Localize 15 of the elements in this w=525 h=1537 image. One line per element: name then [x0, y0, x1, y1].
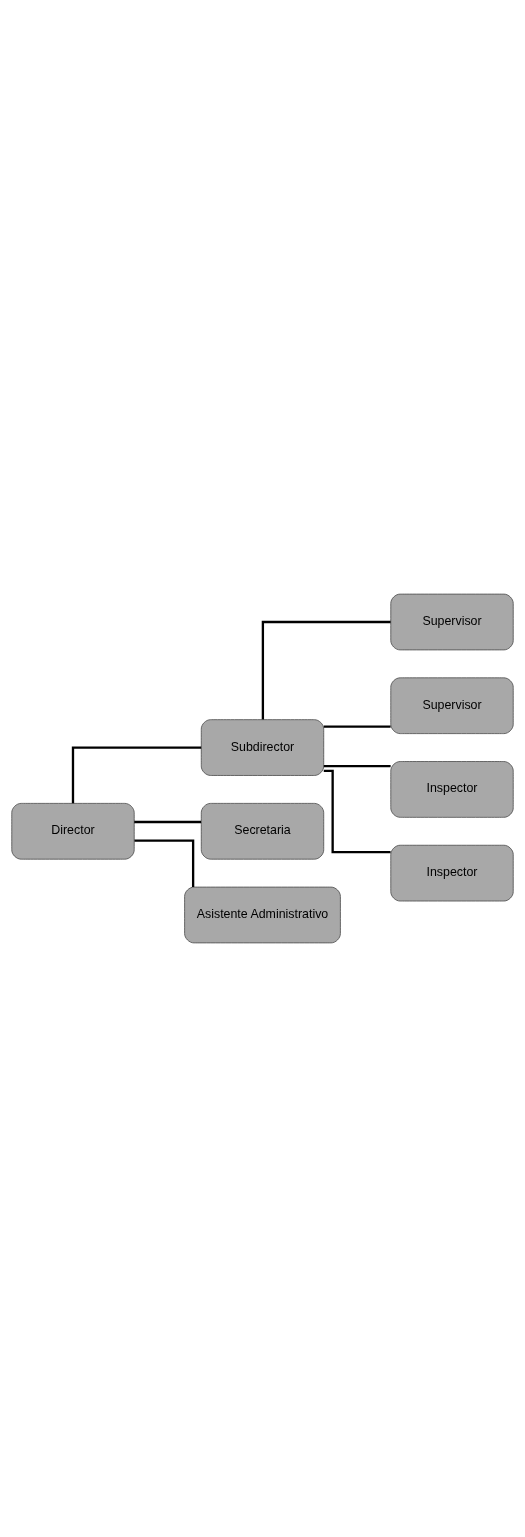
connector — [134, 839, 195, 888]
node-box: Secretaria — [200, 803, 325, 860]
node-box: Asistente Administrativo — [184, 886, 341, 944]
connector — [323, 725, 391, 728]
connector — [261, 620, 391, 720]
node-box: Supervisor — [390, 593, 514, 651]
connector — [323, 769, 391, 854]
node-box: Inspector — [390, 844, 514, 902]
node-box: Inspector — [390, 761, 514, 818]
connector — [323, 765, 391, 768]
node-box: Director — [11, 803, 135, 860]
connector — [71, 746, 202, 804]
node-box: Supervisor — [390, 677, 514, 734]
node-box: Subdirector — [200, 719, 325, 776]
connector — [134, 820, 202, 824]
